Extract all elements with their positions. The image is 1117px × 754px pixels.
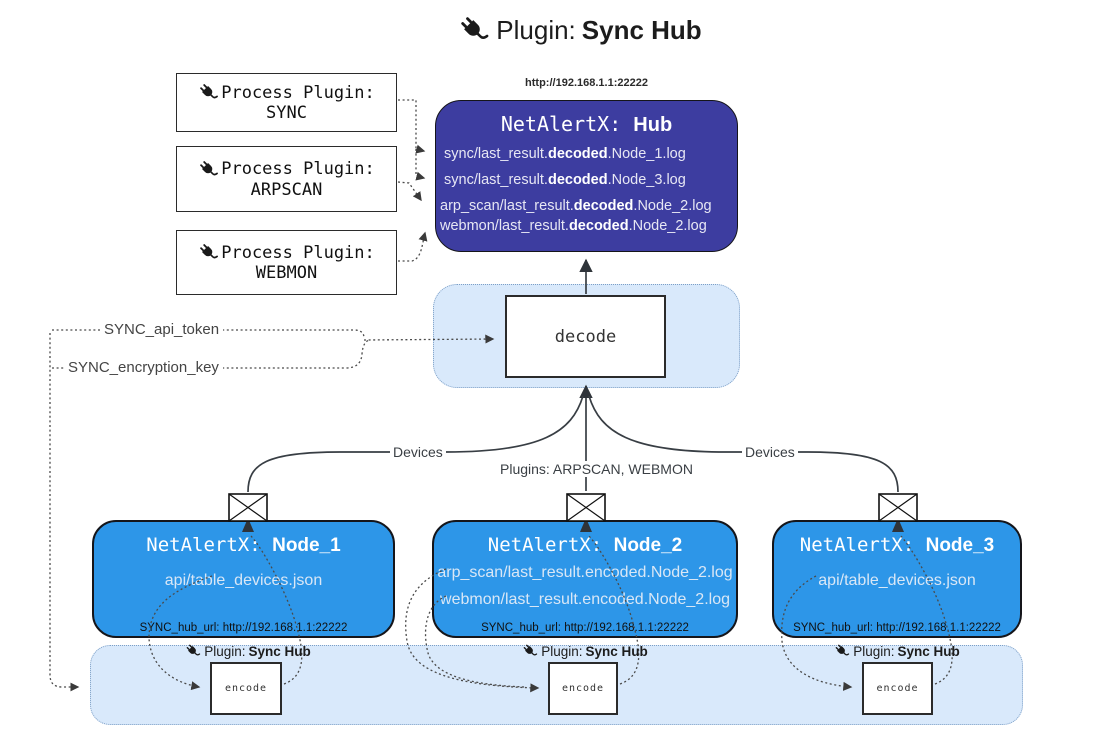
encoder-1-label: Plugin: Sync Hub bbox=[138, 643, 358, 659]
plug-icon bbox=[834, 643, 850, 659]
node-file: arp_scan/last_result.encoded.Node_2.log bbox=[437, 564, 733, 581]
process-plugin-label: Process Plugin: bbox=[221, 159, 375, 179]
node-2-box: NetAlertX: Node_2 arp_scan/last_result.e… bbox=[432, 520, 738, 638]
envelope-icon bbox=[878, 493, 918, 522]
page-title-bold: Sync Hub bbox=[581, 14, 702, 45]
process-plugin-name: WEBMON bbox=[255, 263, 318, 283]
node-file: webmon/last_result.encoded.Node_2.log bbox=[440, 591, 730, 608]
plugins-edge-label: Plugins: ARPSCAN, WEBMON bbox=[497, 461, 696, 477]
process-plugin-label: Process Plugin: bbox=[221, 242, 375, 263]
node-title: NetAlertX: Node_1 bbox=[146, 534, 341, 556]
encoder-2-label: Plugin: Sync Hub bbox=[475, 643, 695, 659]
encode-box-2: encode bbox=[548, 662, 618, 715]
process-plugin-arpscan: Process Plugin: ARPSCAN bbox=[176, 146, 397, 212]
process-plugin-webmon: Process Plugin: WEBMON bbox=[176, 230, 397, 295]
envelope-icon bbox=[566, 493, 606, 522]
hub-title: NetAlertX: Hub bbox=[436, 112, 737, 137]
process-plugin-name: ARPSCAN bbox=[250, 179, 323, 200]
node-1-box: NetAlertX: Node_1 api/table_devices.json… bbox=[92, 520, 395, 638]
plug-icon bbox=[185, 643, 201, 659]
hub-file-3: arp_scan/last_result.decoded.Node_2.log bbox=[440, 198, 712, 214]
page-title-prefix: Plugin: bbox=[496, 14, 576, 45]
hub-file-2: sync/last_result.decoded.Node_3.log bbox=[444, 172, 686, 188]
sync-api-token-label: SYNC_api_token bbox=[100, 321, 224, 338]
hub-file-1: sync/last_result.decoded.Node_1.log bbox=[444, 146, 686, 162]
node-hub-url: SYNC_hub_url: http://192.168.1.1:22222 bbox=[481, 622, 689, 634]
plug-icon bbox=[458, 14, 490, 46]
hub-title-prefix: NetAlertX: bbox=[500, 112, 634, 136]
sync-encryption-key-label: SYNC_encryption_key bbox=[64, 359, 223, 376]
node-3-box: NetAlertX: Node_3 api/table_devices.json… bbox=[772, 520, 1022, 638]
devices-right-label: Devices bbox=[742, 444, 798, 460]
process-plugin-sync: Process Plugin: SYNC bbox=[176, 73, 397, 132]
hub-box: NetAlertX: Hub sync/last_result.decoded.… bbox=[435, 100, 738, 252]
process-plugin-name: SYNC bbox=[266, 103, 307, 123]
decode-box: decode bbox=[505, 295, 666, 378]
process-plugin-label: Process Plugin: bbox=[221, 82, 375, 103]
plug-icon bbox=[522, 643, 538, 659]
plug-icon bbox=[198, 159, 219, 180]
node-file: api/table_devices.json bbox=[164, 572, 323, 589]
node-hub-url: SYNC_hub_url: http://192.168.1.1:22222 bbox=[139, 622, 348, 634]
plug-icon bbox=[198, 242, 219, 263]
node-file: api/table_devices.json bbox=[818, 572, 976, 589]
hub-file-4: webmon/last_result.decoded.Node_2.log bbox=[440, 218, 707, 234]
decode-label: decode bbox=[554, 326, 617, 347]
plug-icon bbox=[198, 82, 219, 103]
encode-box-1: encode bbox=[210, 662, 282, 715]
node-hub-url: SYNC_hub_url: http://192.168.1.1:22222 bbox=[793, 622, 1001, 634]
node-title: NetAlertX: Node_2 bbox=[487, 534, 683, 556]
hub-url-label: http://192.168.1.1:22222 bbox=[525, 77, 648, 89]
page-title: Plugin: Sync Hub bbox=[380, 14, 780, 46]
node-title: NetAlertX: Node_3 bbox=[799, 534, 995, 556]
envelope-icon bbox=[228, 493, 268, 522]
encoder-3-label: Plugin: Sync Hub bbox=[787, 643, 1007, 659]
devices-left-label: Devices bbox=[390, 444, 446, 460]
encode-box-3: encode bbox=[862, 662, 933, 715]
hub-title-bold: Hub bbox=[633, 114, 673, 136]
